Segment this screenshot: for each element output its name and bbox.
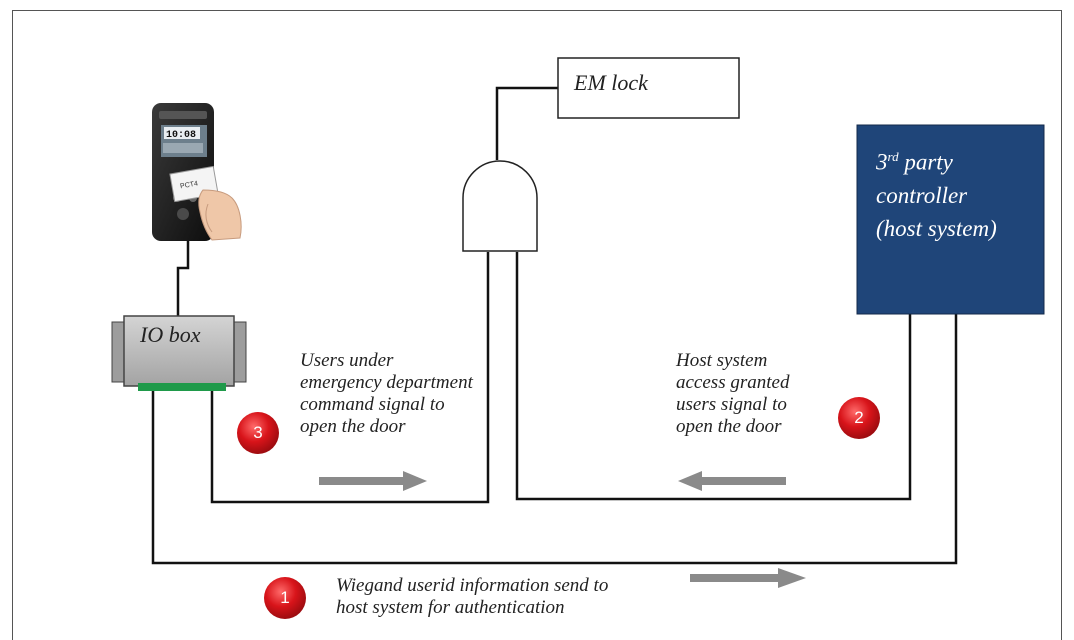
em-lock-label: EM lock [574, 70, 648, 95]
step2-annotation: Host system access granted users signal … [676, 350, 789, 438]
host-system-label: 3rd party controller (host system) [876, 140, 997, 245]
step1-line: host system for authentication [336, 597, 565, 618]
fingerprint-terminal-icon: 10:08 PCT4 [152, 103, 242, 241]
io-box [111, 315, 247, 391]
wire-device-to-iobox [176, 240, 190, 318]
wire-emlock-to-lock [495, 86, 558, 160]
step3-line: emergency department [300, 372, 473, 393]
io-box-bracket-left [111, 321, 126, 383]
io-box-label: IO box [140, 322, 201, 347]
step3-annotation: Users under emergency department command… [300, 350, 473, 438]
step2-line: users signal to [676, 394, 787, 415]
step2-line: access granted [676, 372, 790, 393]
diagram-frame [12, 10, 1062, 640]
step-number-1: 1 [280, 588, 290, 607]
wire-iobox-to-lock [210, 252, 490, 504]
step3-line: command signal to [300, 394, 445, 415]
arrow-step3-right [319, 471, 427, 491]
arrows [319, 471, 806, 588]
host-system-box [856, 124, 1045, 315]
wire-iobox-to-host [151, 314, 958, 565]
step1-annotation: Wiegand userid information send to host … [336, 575, 608, 619]
arrow-step1-right [690, 568, 806, 588]
step3-line: open the door [300, 416, 406, 437]
io-box-connector [138, 383, 226, 391]
step1-line: Wiegand userid information send to [336, 575, 609, 596]
step2-line: open the door [676, 416, 782, 437]
device-clock-text: 10:08 [166, 130, 196, 141]
em-lock-box [557, 57, 740, 119]
wires [151, 86, 958, 565]
step-number-2: 2 [854, 408, 864, 427]
step2-line: Host system [676, 350, 768, 371]
arrow-step2-left [678, 471, 786, 491]
svg-text:PCT4: PCT4 [180, 180, 199, 190]
host-label-line3: (host system) [876, 215, 997, 241]
step-badge-1 [264, 577, 306, 619]
step-number-3: 3 [253, 423, 263, 442]
lock-icon [462, 160, 538, 252]
step3-line: Users under [300, 350, 394, 371]
io-box-bracket-right [232, 321, 247, 383]
wire-host-to-lock [515, 252, 912, 501]
step-badge-2 [838, 397, 880, 439]
host-label-line2: controller [876, 182, 968, 208]
host-label-line1: 3rd party [876, 149, 953, 175]
step-badge-3 [237, 412, 279, 454]
